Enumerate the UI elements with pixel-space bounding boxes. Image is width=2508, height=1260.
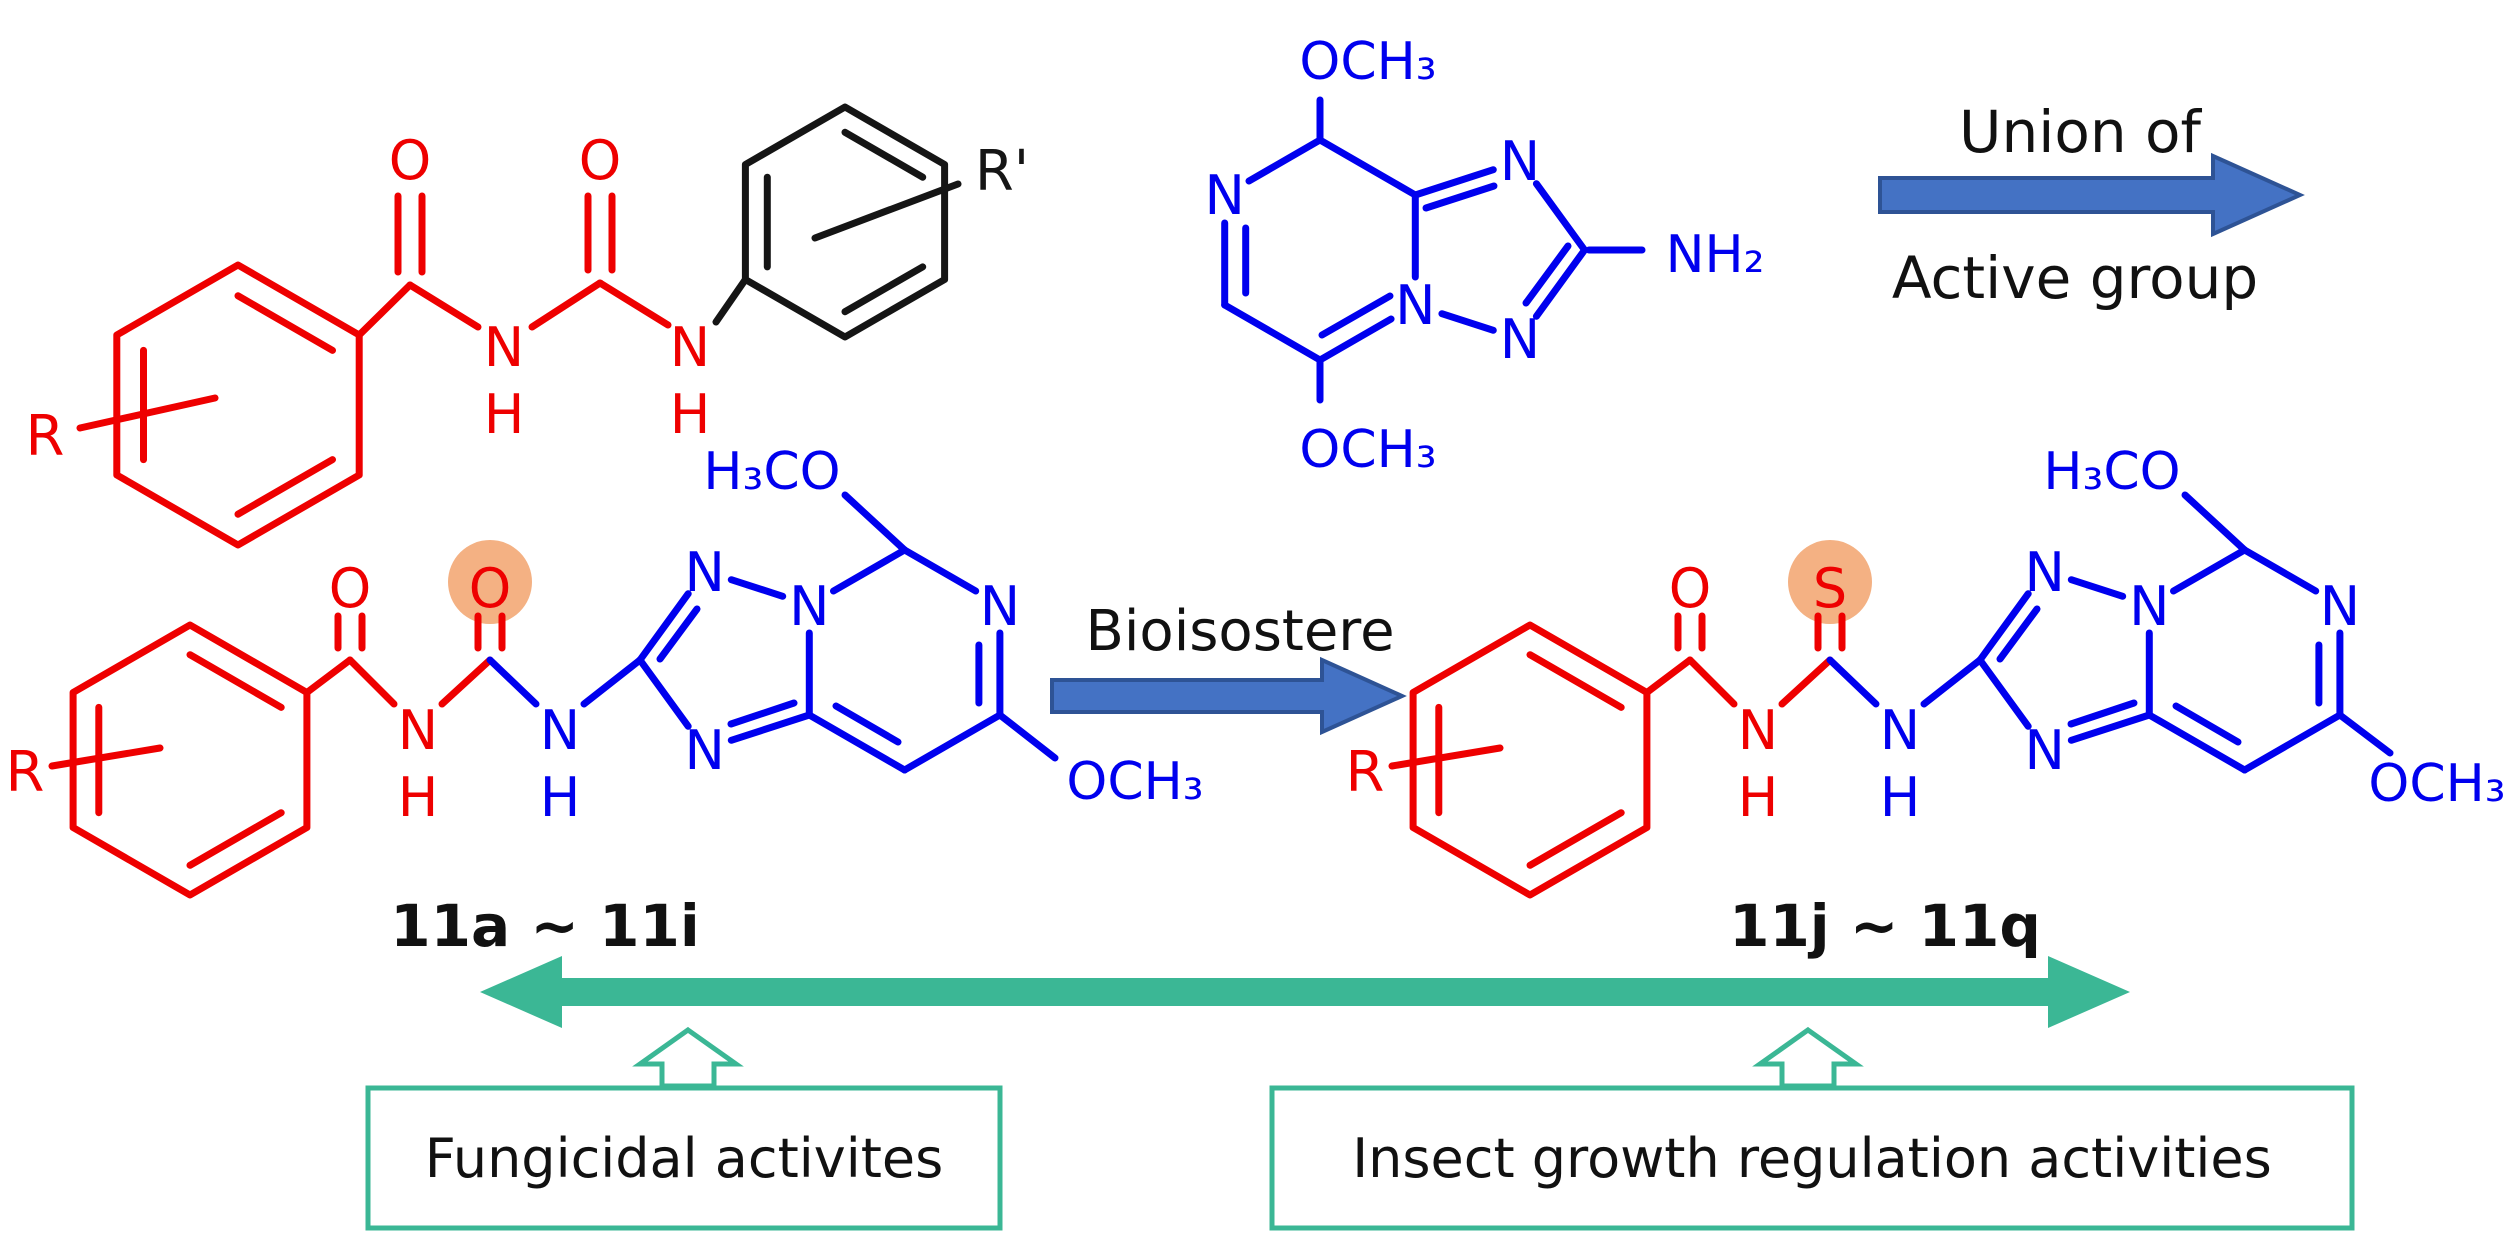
hydrogen-label: H <box>398 766 439 829</box>
up-arrow-left <box>632 1026 744 1089</box>
highlighted-oxygen-label: O <box>469 557 512 620</box>
urea-precursor-black-bonds <box>712 103 962 341</box>
bridgehead-nitrogen-label: N <box>1395 274 1435 337</box>
aniline-ring <box>741 103 949 341</box>
r-prime-attachment-bond <box>811 180 962 242</box>
bioisostere-label: Bioisostere <box>1085 599 1394 664</box>
r-prime-group-label: R' <box>975 139 1029 204</box>
r-attachment-bond <box>76 394 219 432</box>
hydrogen-label: H <box>670 383 711 446</box>
up-arrow-right <box>1752 1026 1864 1089</box>
nitrogen-label: N <box>1500 130 1540 193</box>
sulfur-highlight-circle <box>1788 540 1872 624</box>
hydrogen-label: H <box>1738 766 1779 829</box>
fungicidal-box-label: Fungicidal activites <box>425 1127 944 1190</box>
nitrogen-label: N <box>1204 164 1244 227</box>
compound-b-blue-bonds <box>1826 491 2394 774</box>
nitrogen-label: N <box>684 541 724 604</box>
nitrogen-label: N <box>2024 719 2064 782</box>
fungicidal-box: Fungicidal activites <box>365 1085 1003 1231</box>
methoxy-label: H₃CO <box>703 442 840 502</box>
nitrogen-label: N <box>540 699 580 762</box>
urea-precursor-red-labels: R O N H O N H <box>26 129 711 469</box>
r-group-label: R <box>1346 740 1385 805</box>
benzene-ring <box>113 261 363 549</box>
highlighted-sulfur-label: S <box>1813 557 1847 620</box>
methoxy-bond-top <box>841 491 909 554</box>
nitrogen-label: N <box>2024 541 2064 604</box>
union-arrow-group: Union of Active group <box>1878 98 2305 312</box>
compound-b-blue-labels: N H N N N N H₃CO OCH₃ <box>1880 442 2506 829</box>
union-arrow-text-line1: Union of <box>1959 98 2202 166</box>
nitrogen-label: N <box>980 575 1020 638</box>
amine-precursor-labels: OCH₃ N N N N NH₂ OCH₃ <box>1204 32 1764 480</box>
carbonyl-oxygen-label: O <box>329 557 372 620</box>
compound-a-blue-labels: N H N N N N H₃CO OCH₃ <box>540 442 1204 829</box>
bridgehead-nitrogen-label: N <box>789 575 829 638</box>
r-attachment-bond <box>1388 744 1504 770</box>
urea-precursor-red-bonds <box>76 192 672 549</box>
fungicidal-box-border <box>365 1085 1003 1231</box>
methoxy-label: H₃CO <box>2043 442 2180 502</box>
nitrogen-label: N <box>484 316 524 379</box>
activity-span-arrow <box>480 956 2130 1028</box>
methoxy-bond-right <box>996 711 1059 762</box>
nitrogen-label: N <box>2320 575 2360 638</box>
hydrogen-label: H <box>1880 766 1921 829</box>
bridgehead-nitrogen-label: N <box>2129 575 2169 638</box>
methoxy-label: OCH₃ <box>2368 754 2505 814</box>
compound-a-red-bonds <box>48 612 506 899</box>
nitrogen-label: N <box>1500 308 1540 371</box>
bioisostere-arrow-group: Bioisostere <box>1050 599 1407 736</box>
insect-growth-box-label: Insect growth regulation activities <box>1352 1127 2271 1190</box>
compound-b-red-bonds <box>1388 612 1846 899</box>
compound-code-11a-11i: 11a ~ 11i <box>390 892 699 960</box>
union-arrow <box>1878 152 2305 238</box>
nitrogen-label: N <box>398 699 438 762</box>
compound-b-red-labels: R O S N H <box>1346 557 1848 829</box>
amine-precursor-bonds <box>1221 96 1646 404</box>
methoxy-bond-top <box>2181 491 2249 554</box>
nitrogen-label: N <box>1880 699 1920 762</box>
hydrogen-label: H <box>484 383 525 446</box>
bioisostere-arrow <box>1050 656 1407 736</box>
carbonyl-oxygen-label: O <box>1669 557 1712 620</box>
r-group-label: R <box>26 404 65 469</box>
carbonyl-oxygen-label: O <box>579 129 622 192</box>
insect-growth-box: Insect growth regulation activities <box>1269 1085 2355 1231</box>
union-arrow-text-line2: Active group <box>1892 244 2258 312</box>
methoxy-label: OCH₃ <box>1066 752 1203 812</box>
oxygen-highlight-circle <box>448 540 532 624</box>
hydrogen-label: H <box>540 766 581 829</box>
compound-code-11j-11q: 11j ~ 11q <box>1729 892 2041 960</box>
r-group-label: R <box>6 740 45 805</box>
methoxy-label: OCH₃ <box>1299 420 1436 480</box>
compound-a-blue-bonds <box>486 491 1059 774</box>
urea-precursor-black-labels: R' <box>975 139 1029 204</box>
compound-a-red-labels: R O O N H <box>6 557 512 829</box>
nitrogen-label: N <box>1738 699 1778 762</box>
insect-growth-box-border <box>1269 1085 2355 1231</box>
nitrogen-label: N <box>670 316 710 379</box>
nitrogen-label: N <box>684 719 724 782</box>
methoxy-label: OCH₃ <box>1299 32 1436 92</box>
amino-label: NH₂ <box>1666 225 1765 285</box>
r-attachment-bond <box>48 744 164 770</box>
methoxy-bond-right <box>2336 711 2394 757</box>
carbonyl-oxygen-label: O <box>389 129 432 192</box>
